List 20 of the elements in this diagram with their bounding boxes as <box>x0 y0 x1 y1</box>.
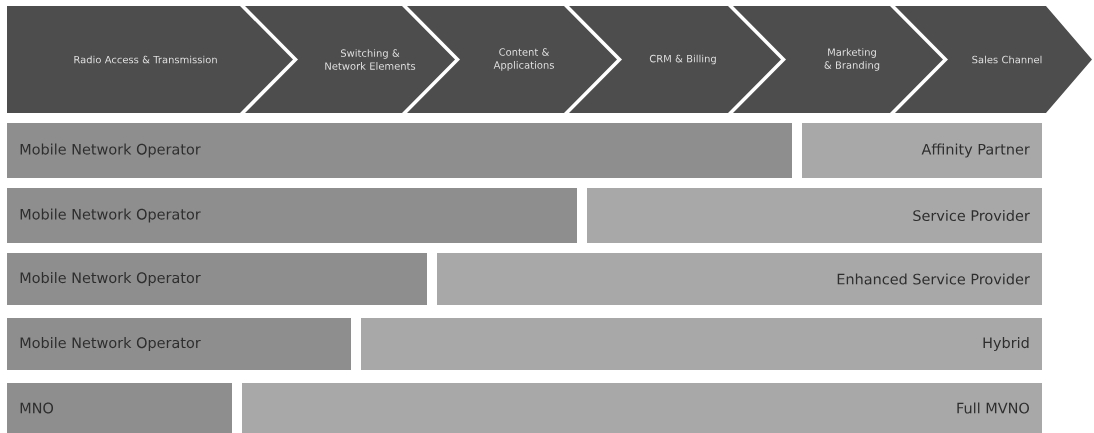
chevron-step: Marketing & Branding <box>733 6 943 113</box>
chevron-step: Sales Channel <box>895 6 1092 113</box>
model-bar: Service Provider <box>587 188 1042 243</box>
model-bar: Mobile Network Operator <box>7 123 792 178</box>
chevron-step: CRM & Billing <box>569 6 781 113</box>
model-bar: MNO <box>7 383 232 433</box>
model-bar: Mobile Network Operator <box>7 253 427 305</box>
model-bar: Full MVNO <box>242 383 1042 433</box>
model-bar: Mobile Network Operator <box>7 318 351 370</box>
model-bar: Hybrid <box>361 318 1042 370</box>
node-label: Sales Channel <box>972 55 1042 64</box>
chevron-step: Radio Access & Transmission <box>7 6 293 113</box>
node-label: Marketing & Branding <box>824 48 880 71</box>
node-label: Radio Access & Transmission <box>74 55 217 64</box>
node-label: CRM & Billing <box>649 54 716 65</box>
model-bar: Enhanced Service Provider <box>437 253 1042 305</box>
model-bar: Mobile Network Operator <box>7 188 577 243</box>
node-label: Content & Applications <box>493 48 554 71</box>
chevron-step: Switching & Network Elements <box>245 6 455 113</box>
model-bar: Affinity Partner <box>802 123 1042 178</box>
